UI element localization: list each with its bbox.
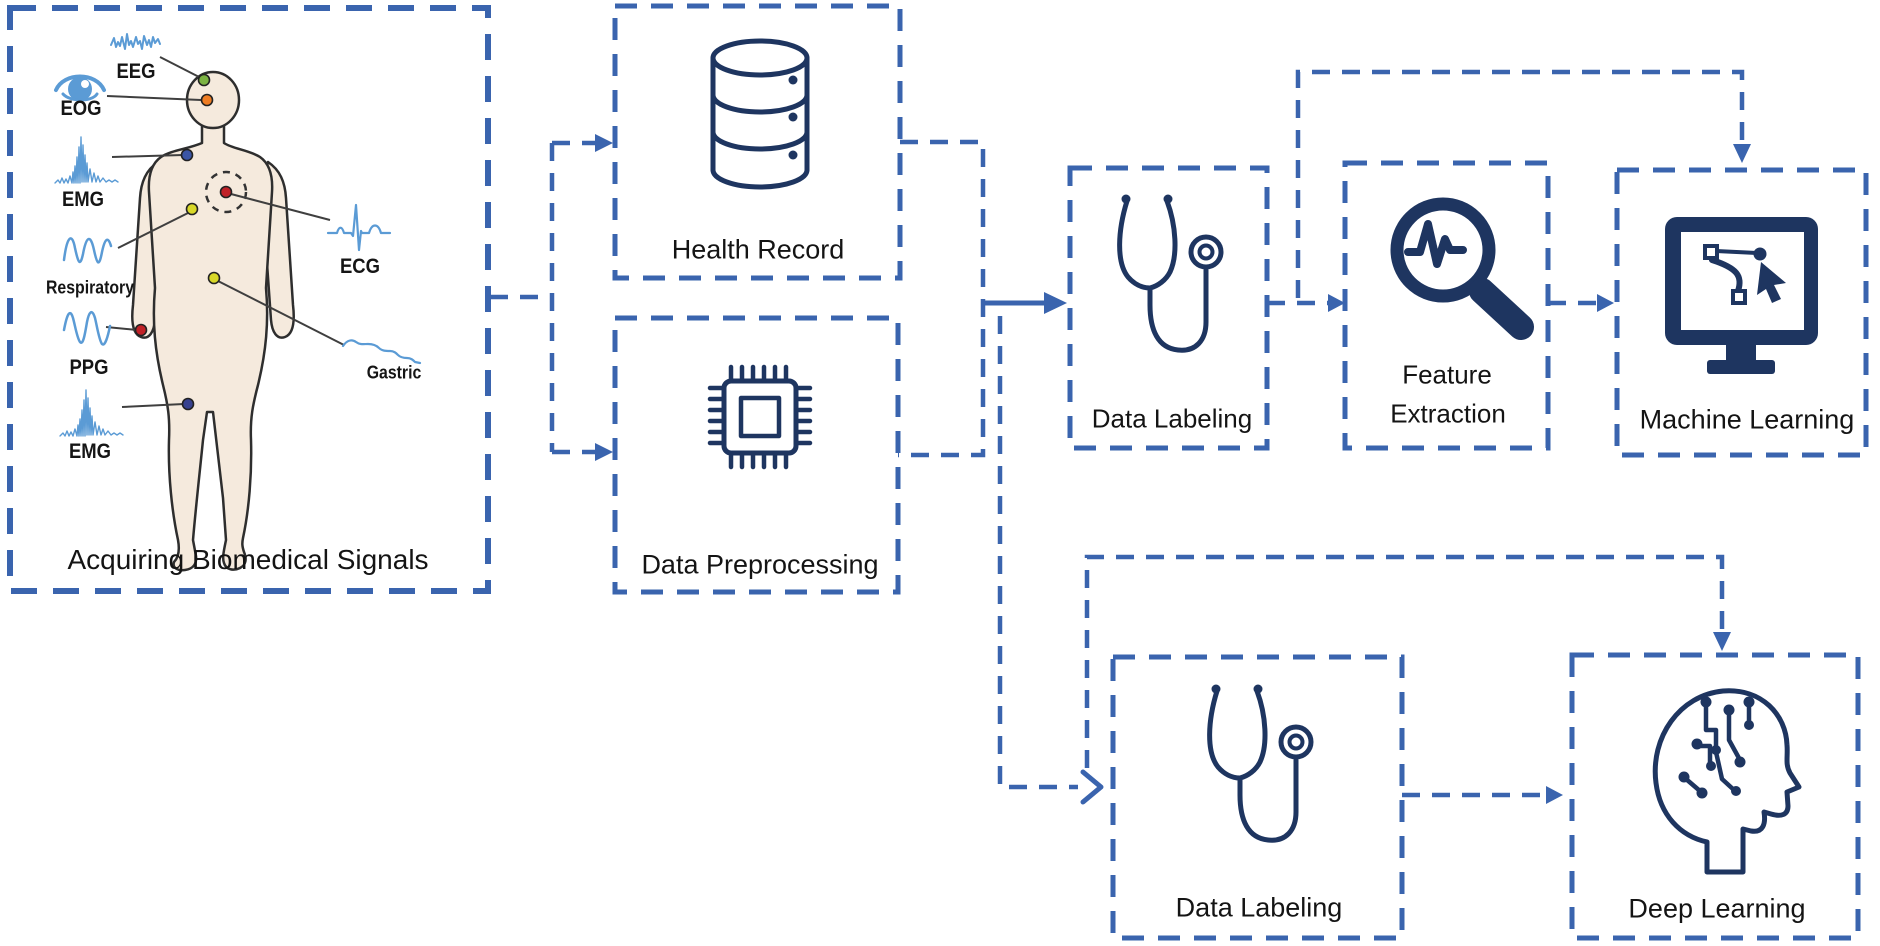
eeg-electrode-dot <box>197 73 211 87</box>
connector-skip-to-machine-learning <box>1295 69 1745 298</box>
eog-electrode-dot <box>200 93 214 107</box>
data-preprocessing-box-border <box>612 315 901 595</box>
torso-and-legs <box>147 122 274 572</box>
arrowhead-into-deep-learning-top <box>1713 632 1731 651</box>
health-record-box-border <box>612 3 903 281</box>
connector-merge-to-data-labeling-bottom <box>997 316 1078 790</box>
gastric-electrode-dot <box>207 271 221 285</box>
connector-loop-to-deep-learning <box>1084 554 1725 768</box>
respiratory-waveform-icon <box>62 237 113 264</box>
pointer-lines <box>105 56 345 408</box>
emg-upper-waveform-icon <box>54 136 119 184</box>
arrowhead-into-machine-learning-left <box>1597 294 1614 312</box>
signal-label-ecg: ECG <box>339 255 381 278</box>
data-labeling-bottom-box-border <box>1110 654 1405 941</box>
gastric-waveform-icon <box>341 339 422 365</box>
ecg-electrode-dot <box>219 185 233 199</box>
data-labeling-top-label: Data Labeling <box>1091 403 1253 434</box>
monitor-ml-icon <box>1665 217 1818 374</box>
feature-extraction-box-border <box>1342 160 1551 451</box>
stethoscope-icon-bottom <box>1210 685 1311 841</box>
head-brain-circuit-icon <box>1652 688 1802 875</box>
ecg-waveform-icon <box>326 203 392 252</box>
signal-label-emg-upper: EMG <box>61 188 105 211</box>
signal-label-respiratory: Respiratory <box>45 277 135 298</box>
deep-learning-label: Deep Learning <box>1628 893 1806 924</box>
emg-upper-electrode-dot <box>180 148 194 162</box>
eeg-waveform-icon <box>110 33 161 50</box>
acquiring-signals-label: Acquiring Biomedical Signals <box>67 544 429 575</box>
ppg-waveform-icon <box>62 310 112 346</box>
chip-icon <box>707 364 813 470</box>
arrowhead-into-health-record <box>595 134 613 152</box>
arrowhead-into-deep-learning-left <box>1546 786 1563 804</box>
data-labeling-top-box-border <box>1067 165 1270 451</box>
circuit-nodes <box>1678 696 1755 799</box>
feature-extraction-label-line2: Extraction <box>1390 398 1506 429</box>
signal-label-eeg: EEG <box>116 60 156 83</box>
arrowhead-into-data-labeling-top <box>1044 292 1067 314</box>
arrowhead-into-data-preprocessing <box>595 443 613 461</box>
chest-dashed-circle <box>204 170 248 214</box>
magnifier-waveform-icon <box>1390 197 1534 340</box>
signal-label-eog: EOG <box>60 97 102 120</box>
signal-label-gastric: Gastric <box>366 362 422 383</box>
human-body-figure <box>54 33 422 572</box>
stethoscope-icon-top <box>1120 195 1221 351</box>
machine-learning-box-border <box>1614 167 1869 458</box>
signal-label-emg-lower: EMG <box>68 440 112 463</box>
data-preprocessing-label: Data Preprocessing <box>641 549 879 580</box>
arrowhead-into-machine-learning-top <box>1733 144 1751 163</box>
emg-lower-electrode-dot <box>181 397 195 411</box>
emg-lower-waveform-icon <box>59 389 124 437</box>
ppg-electrode-dot <box>134 323 148 337</box>
database-icon <box>710 38 810 190</box>
connector-hr-dp-merge <box>898 139 986 458</box>
eog-eye-icon <box>54 74 106 102</box>
arrowhead-into-data-labeling-bottom <box>1080 769 1104 805</box>
signal-label-ppg: PPG <box>69 356 109 379</box>
acquiring-signals-box-border <box>7 5 491 594</box>
connectors <box>490 69 1751 805</box>
data-labeling-bottom-label: Data Labeling <box>1175 892 1343 923</box>
health-record-label: Health Record <box>671 234 845 265</box>
machine-learning-label: Machine Learning <box>1639 404 1855 435</box>
arrowhead-into-feature-extraction <box>1328 294 1345 312</box>
feature-extraction-label-line1: Feature <box>1402 359 1492 390</box>
respiratory-electrode-dot <box>185 202 199 216</box>
electrode-dots <box>134 73 233 411</box>
